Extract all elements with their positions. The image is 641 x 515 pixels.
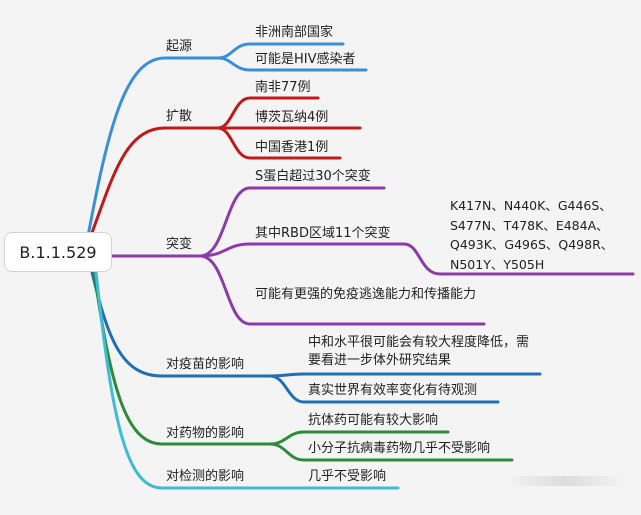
mutation-item-2: 其中RBD区域11个突变: [255, 226, 391, 241]
branch-mutation-label: 突变: [166, 237, 193, 252]
drug-item-2: 小分子抗病毒药物几乎不受影响: [308, 441, 491, 456]
rbd-mutation-row: K417N、N440K、G446S、: [450, 198, 612, 213]
rbd-mutation-row: N501Y、Y505H: [450, 256, 545, 272]
branch-drug-label: 对药物的影响: [166, 426, 245, 441]
spread-item-2: 博茨瓦纳4例: [255, 110, 329, 125]
vaccine-item-2: 真实世界有效率变化有待观测: [308, 383, 478, 398]
rbd-mutation-list: K417N、N440K、G446S、 S477N、T478K、E484A、 Q4…: [450, 196, 630, 274]
mutation-item-3: 可能有更强的免疫逃逸能力和传播能力: [255, 287, 477, 302]
watermark-blur: [505, 476, 625, 486]
branch-origin-label: 起源: [166, 39, 193, 54]
branch-vaccine-label: 对疫苗的影响: [166, 357, 245, 372]
branch-spread-lines: [88, 96, 362, 240]
spread-item-3: 中国香港1例: [255, 140, 329, 155]
spread-item-1: 南非77例: [255, 80, 311, 95]
branch-origin-lines: [86, 42, 368, 238]
origin-item-1: 非洲南部国家: [255, 25, 334, 40]
vaccine-item-1: 中和水平很可能会有较大程度降低，需要看进一步体外研究结果: [308, 335, 530, 368]
branch-detection-label: 对检测的影响: [166, 469, 245, 484]
rbd-mutation-row: S477N、T478K、E484A、: [450, 217, 609, 233]
rbd-mutation-row: Q493K、G496S、Q498R、: [450, 237, 614, 252]
branch-spread-label: 扩散: [166, 109, 193, 124]
mutation-item-1: S蛋白超过30个突变: [255, 169, 371, 184]
root-node: B.1.1.529: [4, 232, 112, 272]
drug-item-1: 抗体药可能有较大影响: [308, 413, 439, 428]
root-label: B.1.1.529: [19, 242, 97, 262]
detection-item-1: 几乎不受影响: [308, 469, 387, 484]
origin-item-2: 可能是HIV感染者: [255, 52, 356, 67]
branch-mutation-lines: [110, 186, 635, 326]
branch-detection-lines: [94, 270, 400, 490]
